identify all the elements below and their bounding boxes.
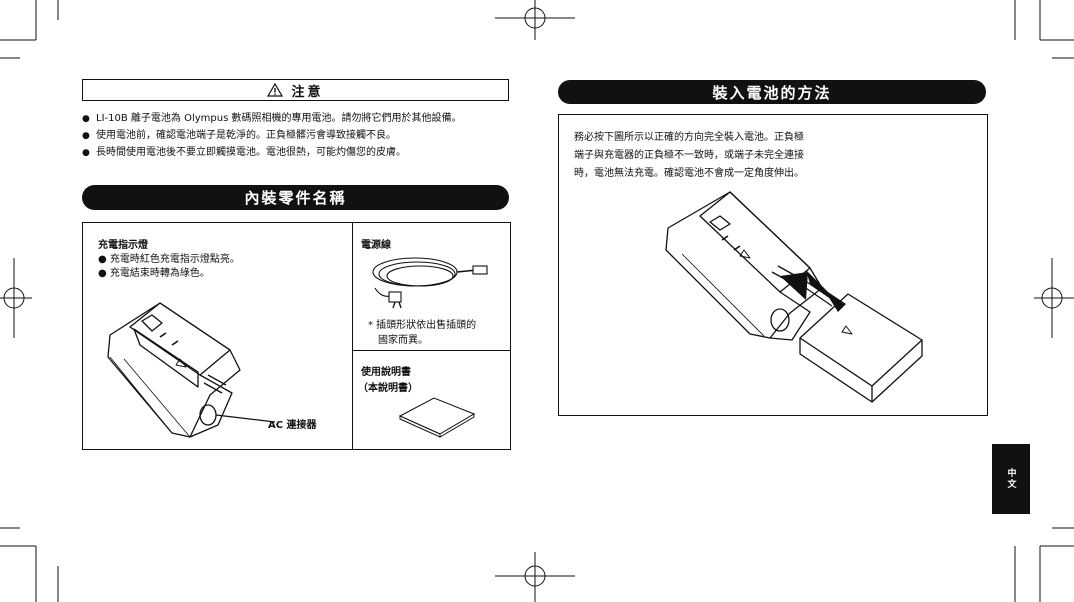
plug-note-line2: 國家而異。 [378, 331, 428, 346]
insert-paragraph-line3: 時，電池無法充電。確認電池不會成一定角度伸出。 [574, 164, 804, 179]
battery-insertion-illustration [660, 188, 950, 410]
power-cord-illustration [365, 248, 495, 310]
insert-heading-text: 裝入電池的方法 [712, 82, 831, 103]
ac-connector-label: AC 連接器 [268, 416, 317, 431]
insert-heading: 裝入電池的方法 [558, 80, 986, 104]
contents-divider-horizontal [352, 350, 511, 351]
indicator-title: 充電指示燈 [98, 236, 148, 251]
caution-title: 注意 [291, 81, 323, 100]
caution-item: 使用電池前，確認電池端子是乾淨的。正負極髒污會導致接觸不良。 [82, 127, 461, 144]
contents-heading: 內裝零件名稱 [82, 185, 509, 210]
contents-divider-vertical [352, 222, 353, 450]
caution-item: 長時間使用電池後不要立即觸摸電池。電池很熱，可能灼傷您的皮膚。 [82, 144, 461, 161]
insert-paragraph-line1: 務必按下圖所示以正確的方向完全裝入電池。正負極 [574, 128, 804, 143]
caution-list: LI-10B 離子電池為 Olympus 數碼照相機的專用電池。請勿將它們用於其… [82, 110, 461, 161]
language-tab: 中文 [992, 444, 1030, 514]
indicator-bullet-1: ● 充電時紅色充電指示燈點亮。 [98, 250, 240, 265]
caution-item: LI-10B 離子電池為 Olympus 數碼照相機的專用電池。請勿將它們用於其… [82, 110, 461, 127]
contents-heading-text: 內裝零件名稱 [244, 187, 346, 208]
language-tab-text: 中文 [1005, 468, 1018, 490]
manual-subtitle: （本說明書） [358, 379, 418, 394]
plug-note-line1: * 插頭形狀依出售插頭的 [368, 316, 476, 331]
insert-paragraph-line2: 端子與充電器的正負極不一致時，或端子未完全連接 [574, 146, 804, 161]
manual-title: 使用說明書 [361, 363, 411, 378]
warning-triangle-icon [267, 83, 283, 97]
manual-illustration [398, 394, 476, 438]
caution-header: 注意 [82, 79, 509, 101]
